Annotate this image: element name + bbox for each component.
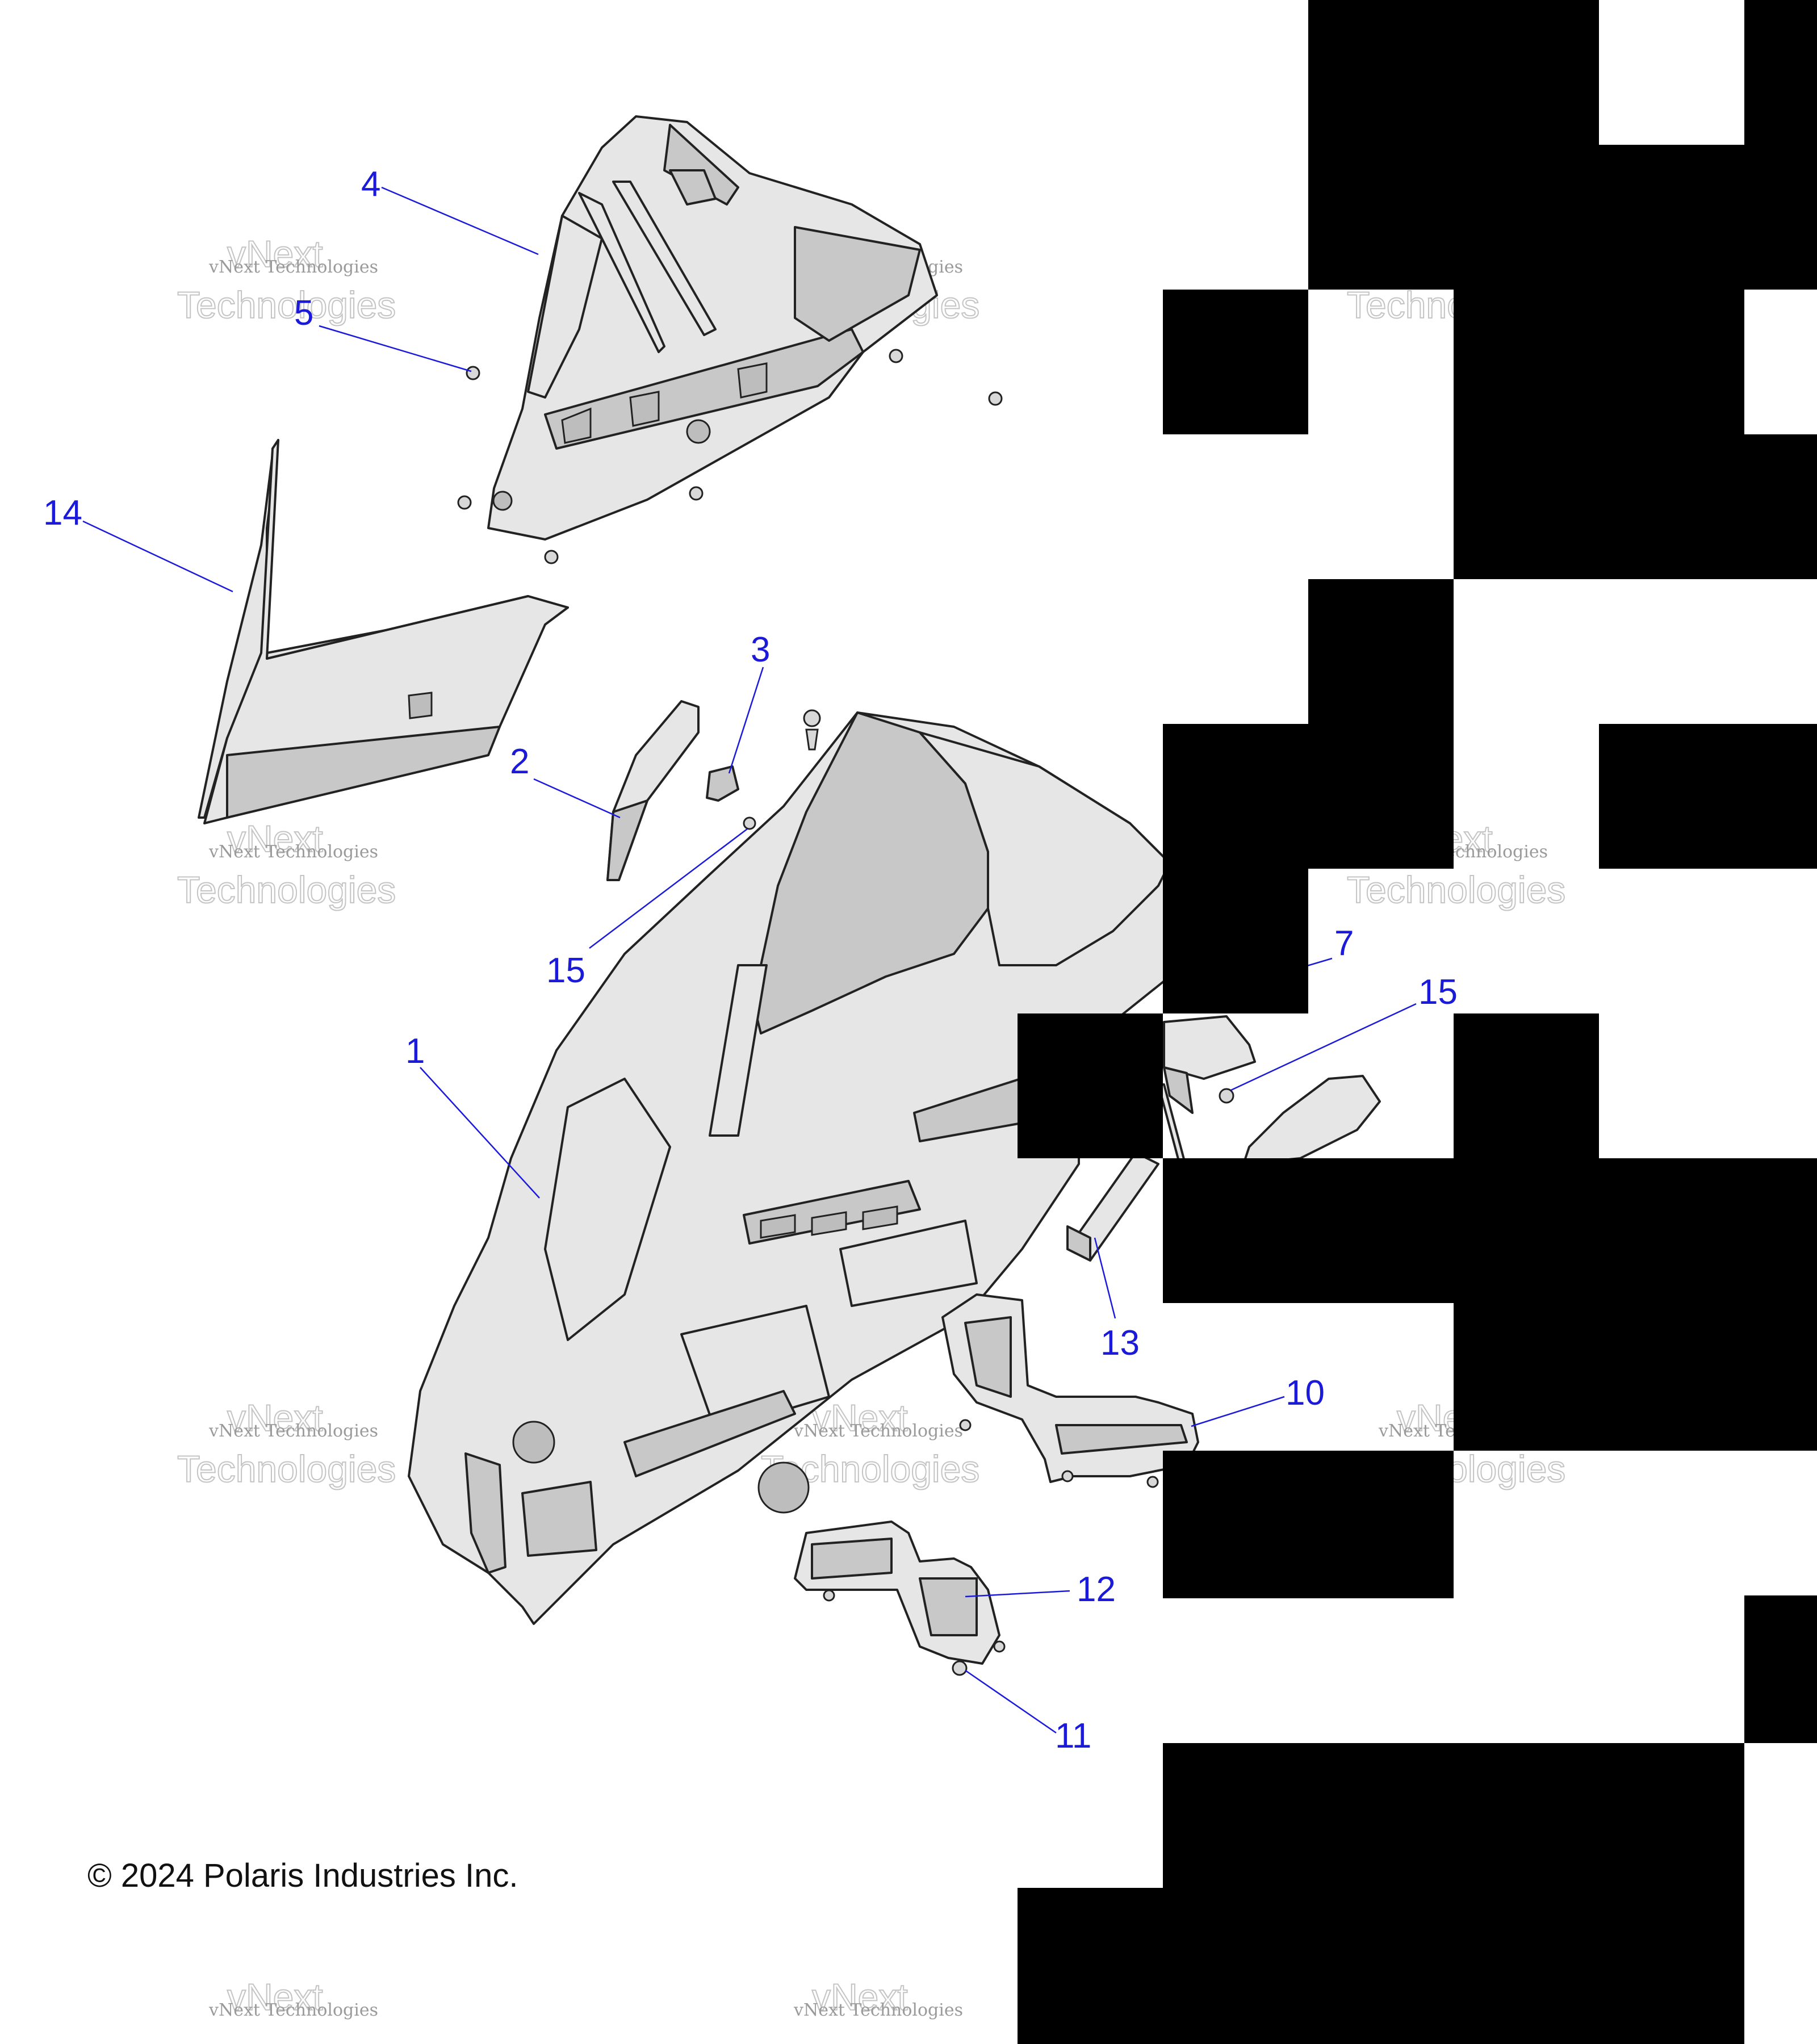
watermark-vnext: vNext [227, 1976, 323, 2018]
callout-4: 4 [361, 165, 380, 204]
callout-labels: 4 5 14 3 2 15 1 7 15 13 10 12 11 [43, 165, 1458, 1756]
watermark-technologies: Technologies [177, 284, 396, 326]
watermark-technologies: Technologies [177, 1448, 396, 1490]
watermark-technologies: Technologies [177, 869, 396, 911]
watermark-text: vNext Technologies [208, 2000, 378, 2020]
copyright-text: © 2024 Polaris Industries Inc. [87, 1857, 518, 1894]
watermark-vnext: vNext [227, 233, 323, 275]
part-4-windshield [487, 115, 938, 541]
callout-10: 10 [1286, 1373, 1325, 1413]
watermark-vnext: vNext [812, 1397, 908, 1439]
part-11-washer [952, 1660, 968, 1676]
callout-15: 15 [1418, 973, 1458, 1012]
part-7-bracket [1157, 1015, 1256, 1171]
callout-15: 15 [546, 951, 585, 990]
callout-14: 14 [43, 493, 82, 533]
callout-11: 11 [1055, 1716, 1091, 1756]
part-13-strip [1066, 1151, 1159, 1262]
watermark-text: vNext Technologies [793, 2000, 963, 2020]
watermark-text: vNext Technologies [208, 1421, 378, 1441]
watermark-vnext: vNext [812, 1976, 908, 2018]
part-1-main-hood [408, 711, 1171, 1625]
part-15-right-deflector [1219, 1075, 1381, 1165]
callout-5: 5 [294, 294, 313, 333]
watermark-technologies: Technologies [1347, 869, 1565, 911]
part-14-side-panel [198, 439, 569, 824]
watermark-vnext: vNext [227, 1397, 323, 1439]
redaction-blocks [1018, 0, 1817, 2044]
watermark-text: vNext Technologies [208, 257, 378, 277]
callout-12: 12 [1077, 1570, 1116, 1609]
part-2-deflector [606, 700, 700, 881]
watermark-vnext: vNext [227, 818, 323, 860]
callout-7: 7 [1334, 924, 1354, 963]
watermark-text: vNext Technologies [793, 1421, 963, 1441]
callout-13: 13 [1100, 1323, 1140, 1363]
part-3-latch [706, 709, 821, 830]
leader-lines [82, 186, 1417, 1734]
part-10-decal [941, 1293, 1199, 1488]
callout-3: 3 [751, 630, 770, 669]
fastener-group-hood [457, 349, 1003, 564]
watermark-text: vNext Technologies [208, 842, 378, 862]
callout-1: 1 [405, 1032, 425, 1071]
part-12-decal [794, 1521, 1006, 1676]
callout-2: 2 [510, 742, 529, 781]
